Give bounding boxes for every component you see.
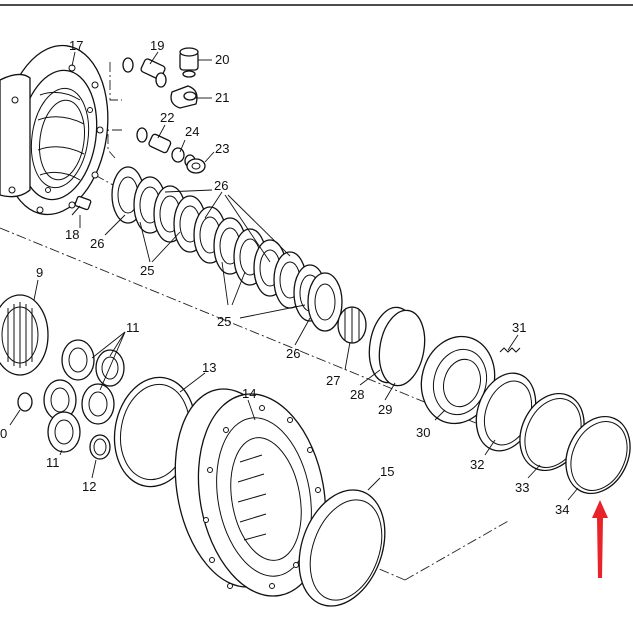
- callout-21: 21: [215, 90, 229, 105]
- callout-22: 22: [160, 110, 174, 125]
- callout-24: 24: [185, 124, 199, 139]
- callout-18: 18: [65, 227, 79, 242]
- callout-9: 9: [36, 265, 43, 280]
- part-fittings-22-23-24: [136, 127, 206, 174]
- part-cap-20: [179, 47, 199, 78]
- part-ring-10: [17, 392, 33, 412]
- part-ring-12: [89, 434, 111, 460]
- part-rings-28-29: [368, 306, 426, 387]
- part-housing-17: [0, 44, 109, 216]
- callout-27: 27: [326, 373, 340, 388]
- part-bearing-30: [420, 335, 496, 425]
- callout-13: 13: [202, 360, 216, 375]
- part-gear-9: [0, 294, 49, 376]
- callout-32: 32: [470, 457, 484, 472]
- callout-25-bottom: 25: [217, 314, 231, 329]
- part-fitting-19: [122, 57, 167, 88]
- callout-26-left: 26: [90, 236, 104, 251]
- part-planet-gears-11: [43, 339, 125, 453]
- part-seal-15: [298, 489, 386, 607]
- part-spring-31: [499, 347, 521, 353]
- callout-10: 0: [0, 426, 7, 441]
- part-elbow-21: [170, 85, 198, 109]
- callout-17: 17: [69, 38, 83, 53]
- part-bolt-18: [71, 195, 92, 216]
- part-ring-34: [565, 415, 631, 495]
- callout-11-bottom: 11: [46, 455, 60, 470]
- callout-30: 30: [416, 425, 430, 440]
- callout-28: 28: [350, 387, 364, 402]
- callout-25-left: 25: [140, 263, 154, 278]
- callout-29: 29: [378, 402, 392, 417]
- callout-34: 34: [555, 502, 569, 517]
- callout-11-top: 11: [126, 320, 140, 335]
- part-sun-gear-27: [337, 306, 367, 344]
- leader-lines: [9, 51, 579, 501]
- highlight-arrow-icon: [592, 500, 608, 578]
- callout-15: 15: [380, 464, 394, 479]
- callout-33: 33: [515, 480, 529, 495]
- callout-labels: 17 19 20 21 22 24 23 26 18 26 25 9 25 26…: [0, 38, 569, 517]
- callout-31: 31: [512, 320, 526, 335]
- callout-20: 20: [215, 52, 229, 67]
- callout-23: 23: [215, 141, 229, 156]
- callout-14: 14: [242, 386, 256, 401]
- callout-26-bottom: 26: [286, 346, 300, 361]
- part-disk-stack-25-26: [111, 166, 343, 332]
- callout-26-top: 26: [214, 178, 228, 193]
- callout-12: 12: [82, 479, 96, 494]
- callout-19: 19: [150, 38, 164, 53]
